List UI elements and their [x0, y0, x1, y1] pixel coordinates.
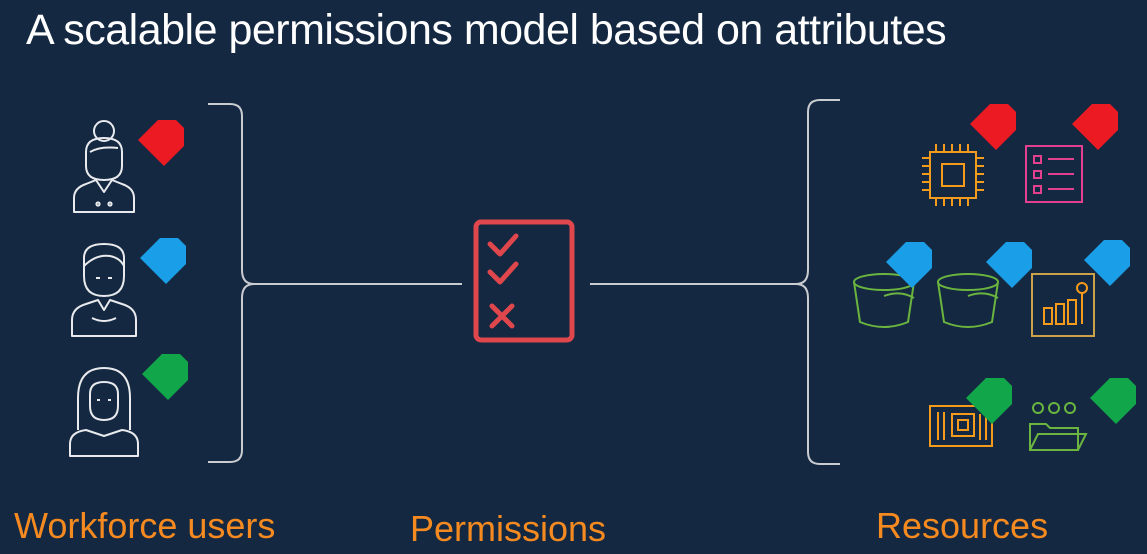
tag-green-icon: [1090, 378, 1136, 424]
user-woman-icon: [73, 120, 135, 213]
connectors: [208, 99, 840, 465]
tag-green-icon: [142, 354, 188, 400]
left-bracket: [208, 103, 255, 463]
tag-red-icon: [1072, 104, 1118, 150]
chip-icon: [922, 144, 984, 206]
user-man-icon: [71, 243, 137, 337]
page-title: A scalable permissions model based on at…: [26, 6, 947, 54]
tag-blue-icon: [140, 238, 186, 284]
file-folder-icon: [1029, 402, 1088, 451]
permissions-label: Permissions: [410, 508, 607, 549]
tag-red-icon: [970, 104, 1016, 150]
workforce-users-label: Workforce users: [14, 505, 276, 546]
analytics-dashboard-icon: [1031, 273, 1095, 337]
resources-label: Resources: [876, 505, 1049, 546]
bucket-icon: [937, 273, 999, 328]
bucket-icon: [853, 273, 915, 328]
circuit-board-icon: [929, 405, 993, 447]
tag-red-icon: [138, 120, 184, 166]
right-bracket: [795, 99, 840, 465]
tag-green-icon: [966, 378, 1012, 424]
user-hijab-icon: [69, 367, 139, 457]
tag-blue-icon: [1084, 240, 1130, 286]
list-document-icon: [1025, 145, 1083, 203]
permissions-checklist-icon: [473, 219, 575, 343]
tag-blue-icon: [886, 242, 932, 288]
tag-blue-icon: [986, 242, 1032, 288]
